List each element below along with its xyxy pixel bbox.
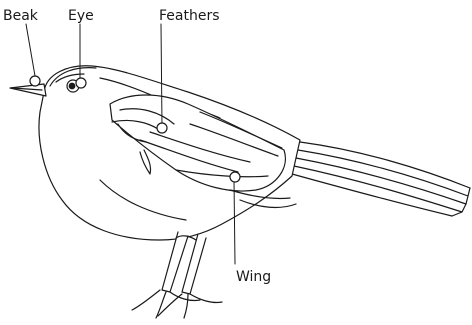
eye-label: Eye xyxy=(68,9,94,23)
wing-label: Wing xyxy=(236,270,271,284)
feet xyxy=(132,290,222,318)
feathers-label: Feathers xyxy=(159,9,220,23)
legs xyxy=(162,232,206,294)
tail-feathers xyxy=(292,142,470,216)
beak-label: Beak xyxy=(3,9,38,23)
